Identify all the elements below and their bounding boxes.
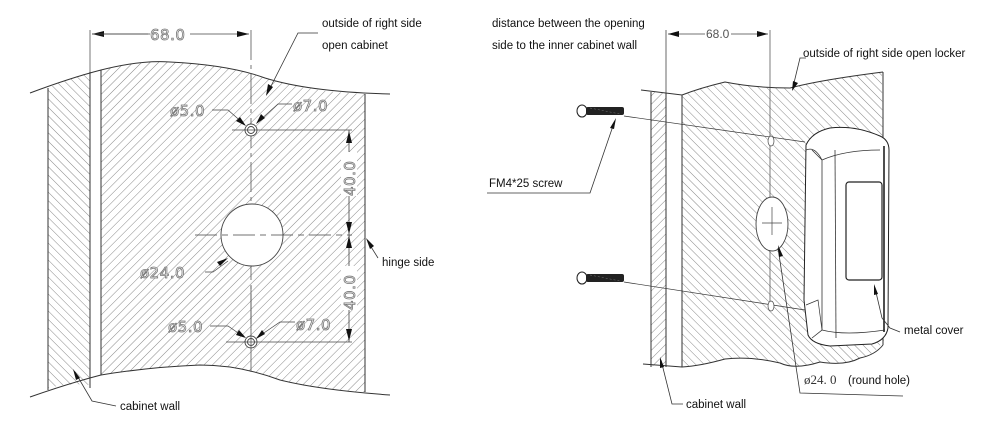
cabinet-wall-section-right	[651, 92, 666, 367]
big-hole-label: ø24.0	[140, 264, 185, 282]
callout-cover-label: metal cover	[904, 325, 964, 337]
width-dimension-label: 68.0	[150, 26, 185, 44]
callout-outside-line2: open cabinet	[322, 40, 389, 52]
right-drawing: 68.0	[487, 18, 966, 411]
spacing-bottom-label: 40.0	[341, 275, 359, 310]
screw-bottom	[576, 271, 624, 285]
cabinet-wall-section	[48, 72, 90, 388]
callout-distance-line2: side to the inner cabinet wall	[492, 40, 637, 52]
callout-outside-line1: outside of right side	[322, 18, 422, 30]
callout-distance-line1: distance between the opening	[492, 18, 645, 30]
callout-hinge-label: hinge side	[382, 257, 434, 269]
callout-screw-label: FM4*25 screw	[489, 178, 563, 190]
outer-ring-top-label: ø7.0	[293, 97, 328, 115]
callout-outside-locker: outside of right side open locker	[803, 48, 966, 60]
callout-wall-label-right: cabinet wall	[686, 399, 746, 411]
callout-wall-label: cabinet wall	[120, 401, 180, 413]
lock-window	[845, 181, 883, 281]
left-drawing: 68.0 ø5.0 ø7.0 ø24.0 ø5.0 ø7.0	[29, 18, 434, 413]
small-hole-top-label: ø5.0	[170, 102, 205, 120]
callout-hole-dimension: ø24. 0	[804, 372, 837, 387]
lock-body	[803, 126, 890, 347]
spacing-top-label: 40.0	[341, 161, 359, 196]
small-hole-bottom-label: ø5.0	[168, 318, 203, 336]
screw-top	[576, 104, 624, 118]
callout-hole-note: (round hole)	[848, 375, 910, 387]
outer-ring-bottom-label: ø7.0	[296, 316, 331, 334]
width-dimension-label-right: 68.0	[706, 27, 730, 41]
